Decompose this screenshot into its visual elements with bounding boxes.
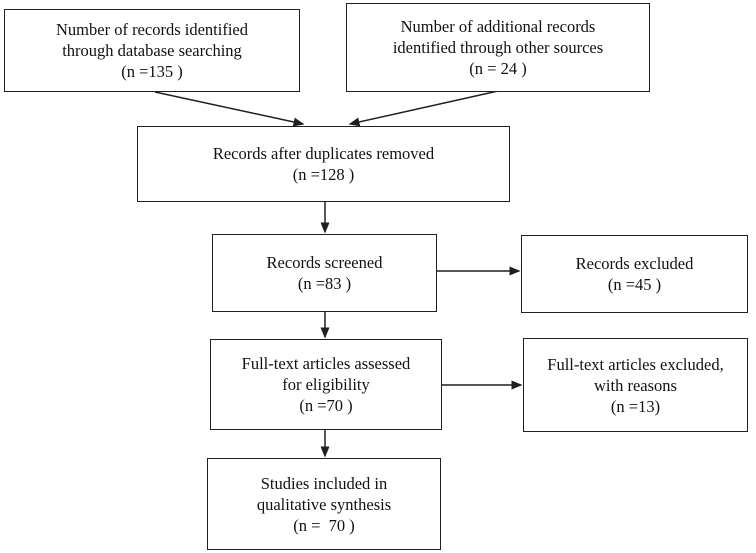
box-count-line: (n =135 ) xyxy=(121,62,183,81)
box-text-line: Full-text articles excluded, xyxy=(547,354,724,374)
box-count-line: (n =13) xyxy=(610,396,661,416)
box-text-line: Records screened xyxy=(266,253,383,272)
box-text-line: Full-text articles assessed xyxy=(241,354,411,373)
box-count-line: (n = 70 ) xyxy=(293,515,355,535)
box-text-line: Number of records identified xyxy=(56,20,248,39)
box-records-after-duplicates-removed: Records after duplicates removed (n =128… xyxy=(137,126,510,202)
box-count-line: (n =128 ) xyxy=(292,165,355,184)
box-text-line: Records after duplicates removed xyxy=(212,144,435,163)
box-records-screened: Records screened (n =83 ) xyxy=(212,234,437,312)
box-count-line: (n =45 ) xyxy=(607,275,662,294)
box-text-line: qualitative synthesis xyxy=(256,494,392,514)
box-text-line: for eligibility xyxy=(282,375,370,394)
box-records-excluded: Records excluded (n =45 ) xyxy=(521,235,748,313)
box-additional-records-other-sources: Number of additional records identified … xyxy=(346,3,650,92)
box-text-line: Studies included in xyxy=(260,473,388,493)
box-text-line: Number of additional records xyxy=(400,17,596,36)
box-records-identified-database: Number of records identified through dat… xyxy=(4,9,300,92)
box-fulltext-articles-assessed: Full-text articles assessed for eligibil… xyxy=(210,339,442,430)
box-count-line: (n = 24 ) xyxy=(469,59,527,78)
box-text-line: Records excluded xyxy=(575,254,694,273)
box-text-line: through database searching xyxy=(62,41,242,60)
box-count-line: (n =83 ) xyxy=(297,274,352,293)
box-count-line: (n =70 ) xyxy=(299,396,353,415)
box-text-line: with reasons xyxy=(594,375,677,395)
box-studies-included-qualitative-synthesis: Studies included in qualitative synthesi… xyxy=(207,458,441,550)
arrow-database-to-duplicates xyxy=(154,91,305,127)
arrow-other-sources-to-duplicates xyxy=(348,90,499,127)
box-text-line: identified through other sources xyxy=(392,38,604,57)
box-fulltext-articles-excluded: Full-text articles excluded, with reason… xyxy=(523,338,748,432)
